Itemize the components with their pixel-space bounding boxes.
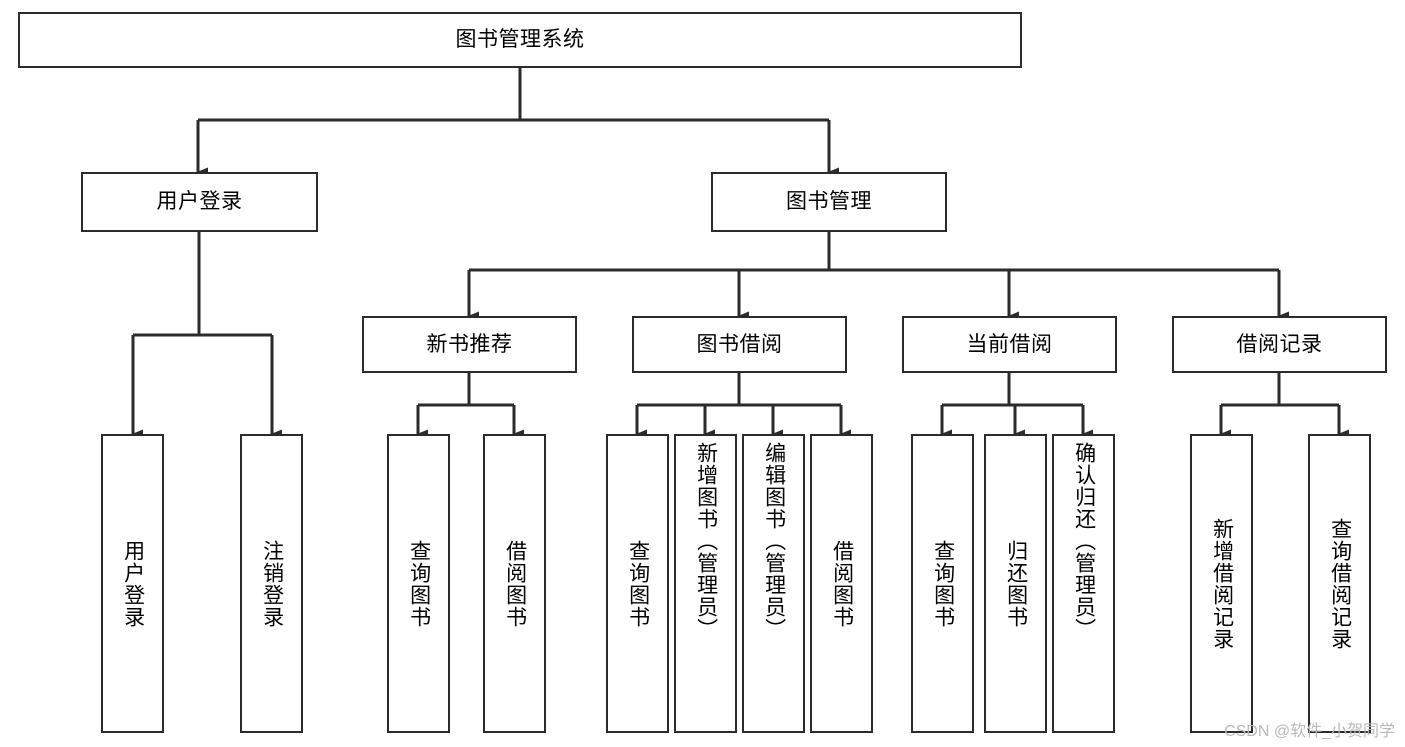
tree-edges (131, 68, 1349, 439)
node-leaf-borrow-book-1[interactable]: 借阅图书 (483, 434, 546, 733)
node-user-login[interactable]: 用户登录 (81, 172, 318, 232)
node-borrow-record[interactable]: 借阅记录 (1172, 316, 1387, 373)
node-leaf-add-record[interactable]: 新增借阅记录 (1190, 434, 1253, 733)
node-leaf-edit-book-admin-label: 编辑图书（管理员） (762, 442, 786, 640)
node-leaf-add-book-admin[interactable]: 新增图书（管理员） (674, 434, 737, 733)
node-book-borrow-label: 图书借阅 (696, 332, 783, 356)
node-leaf-query-book-1-label: 查询图书 (407, 539, 431, 628)
node-root[interactable]: 图书管理系统 (18, 12, 1022, 68)
node-leaf-logout-login[interactable]: 注销登录 (240, 434, 303, 733)
node-leaf-query-book-3[interactable]: 查询图书 (911, 434, 974, 733)
node-book-management[interactable]: 图书管理 (711, 172, 947, 232)
node-new-book-recommend[interactable]: 新书推荐 (362, 316, 577, 373)
node-current-borrow-label: 当前借阅 (966, 332, 1053, 356)
node-user-login-label: 用户登录 (156, 190, 243, 214)
node-book-management-label: 图书管理 (786, 190, 872, 214)
node-leaf-edit-book-admin[interactable]: 编辑图书（管理员） (742, 434, 805, 733)
node-leaf-add-book-admin-label: 新增图书（管理员） (694, 442, 718, 640)
node-leaf-confirm-return-label: 确认归还（管理员） (1072, 442, 1096, 640)
node-leaf-query-book-3-label: 查询图书 (931, 539, 955, 628)
node-leaf-add-record-label: 新增借阅记录 (1210, 517, 1234, 650)
node-leaf-query-book-1[interactable]: 查询图书 (387, 434, 450, 733)
node-leaf-return-book-label: 归还图书 (1004, 539, 1028, 628)
node-leaf-query-book-2[interactable]: 查询图书 (606, 434, 669, 733)
node-leaf-borrow-book-1-label: 借阅图书 (503, 539, 527, 628)
node-book-borrow[interactable]: 图书借阅 (632, 316, 847, 373)
node-leaf-borrow-book-2-label: 借阅图书 (830, 539, 854, 628)
csdn-watermark: CSDN @软件_小贺同学 (1224, 723, 1395, 740)
node-borrow-record-label: 借阅记录 (1236, 332, 1323, 356)
node-leaf-query-book-2-label: 查询图书 (626, 539, 650, 628)
node-leaf-logout-login-label: 注销登录 (260, 539, 284, 628)
node-root-label: 图书管理系统 (455, 28, 585, 52)
node-new-book-recommend-label: 新书推荐 (426, 332, 513, 356)
node-leaf-confirm-return[interactable]: 确认归还（管理员） (1052, 434, 1115, 733)
node-leaf-user-login[interactable]: 用户登录 (101, 434, 164, 733)
node-current-borrow[interactable]: 当前借阅 (902, 316, 1117, 373)
node-leaf-query-record[interactable]: 查询借阅记录 (1308, 434, 1371, 733)
node-leaf-borrow-book-2[interactable]: 借阅图书 (810, 434, 873, 733)
node-leaf-query-record-label: 查询借阅记录 (1328, 517, 1352, 650)
node-leaf-return-book[interactable]: 归还图书 (984, 434, 1047, 733)
node-leaf-user-login-label: 用户登录 (121, 539, 145, 628)
